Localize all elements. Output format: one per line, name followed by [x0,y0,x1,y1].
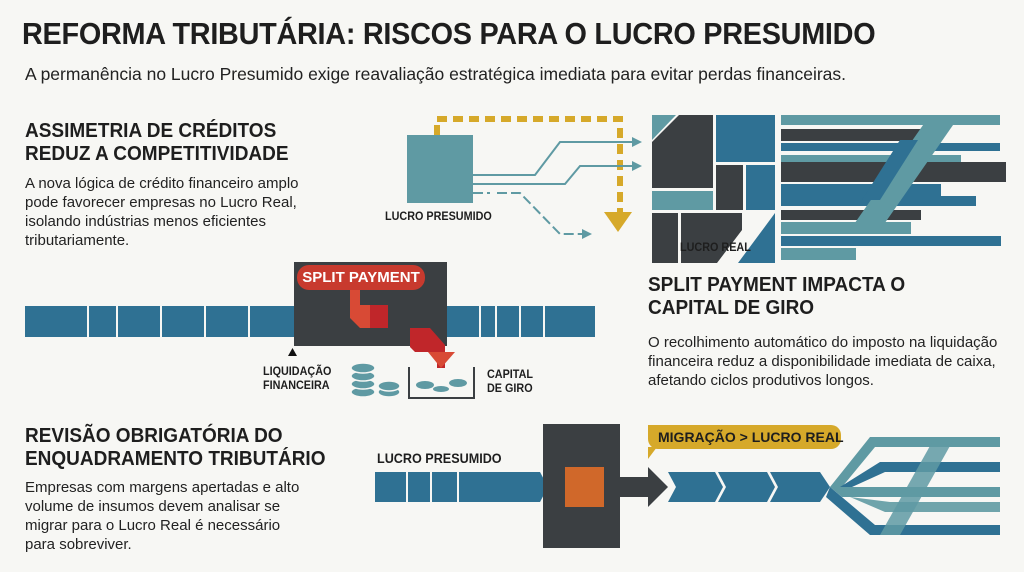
label-line: LIQUIDAÇÃO [263,364,332,378]
lucro-presumido-box [407,135,473,203]
heading-line: REDUZ A COMPETITIVIDADE [25,143,289,165]
down-arrow-icon [410,328,445,368]
badge-pointer [648,447,657,459]
tray-icon [408,367,475,399]
credit-flow-diagram [407,115,1006,263]
heading-line: SPLIT PAYMENT IMPACTA O [648,274,906,296]
migration-diagram [375,424,1000,548]
badge-text: SPLIT PAYMENT [302,269,420,286]
section2-heading: SPLIT PAYMENT IMPACTA O CAPITAL DE GIRO [648,274,905,320]
gold-arrow-icon [604,212,632,232]
heading-line: CAPITAL DE GIRO [648,297,815,319]
heading-line: REVISÃO OBRIGATÓRIA DO [25,425,283,447]
migration-badge: MIGRAÇÃO > LUCRO REAL [648,425,844,449]
badge-text: MIGRAÇÃO > LUCRO REAL [658,429,844,445]
lucro-presumido-start-label: LUCRO PRESUMIDO [377,450,502,466]
coins-stack-icon [350,362,401,398]
lucro-real-stripes [781,115,1006,260]
section1-body: A nova lógica de crédito financeiro ampl… [25,175,299,249]
section2-body: O recolhimento automático do imposto na … [648,334,998,389]
lucro-presumido-label: LUCRO PRESUMIDO [385,209,492,223]
orange-block [565,467,604,507]
split-payment-badge: SPLIT PAYMENT [297,265,425,290]
branches [826,437,1000,535]
chevrons [668,472,830,502]
flow-lines [473,141,632,235]
lucro-real-label: LUCRO REAL [680,240,751,254]
section3-body: Empresas com margens apertadas e alto vo… [25,479,300,553]
label-line: CAPITAL [487,367,533,381]
section1-heading: ASSIMETRIA DE CRÉDITOS REDUZ A COMPETITI… [25,120,289,166]
page-subtitle: A permanência no Lucro Presumido exige r… [25,64,847,84]
label-line: DE GIRO [487,381,533,395]
settlement-label: LIQUIDAÇÃO FINANCEIRA [263,364,331,392]
arrow-right-icon [648,467,668,507]
heading-line: ASSIMETRIA DE CRÉDITOS [25,120,277,142]
heading-line: ENQUADRAMENTO TRIBUTÁRIO [25,448,326,470]
capital-label: CAPITAL DE GIRO [487,367,533,395]
label-line: FINANCEIRA [263,378,330,392]
page-title: REFORMA TRIBUTÁRIA: RISCOS PARA O LUCRO … [22,16,876,51]
triangle-marker-icon [288,348,297,356]
section3-heading: REVISÃO OBRIGATÓRIA DO ENQUADRAMENTO TRI… [25,425,325,471]
lucro-real-grid [652,115,775,263]
